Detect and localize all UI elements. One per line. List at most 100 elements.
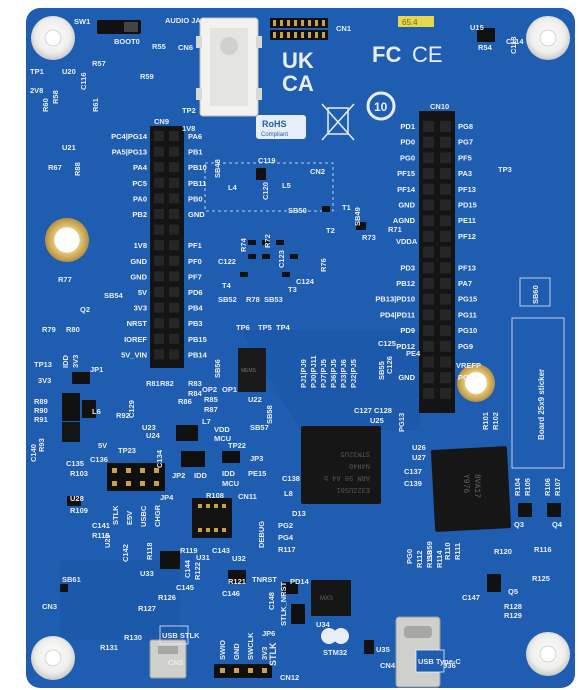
label-swclk: SWCLK	[246, 632, 255, 660]
cn10-pin	[440, 356, 451, 368]
label-r113: R113	[425, 550, 434, 568]
label-r76: R76	[319, 258, 328, 272]
cn10-pin-label-right: PG11	[458, 310, 477, 319]
label-sb53: SB53	[264, 295, 283, 304]
jp1-jumper[interactable]	[72, 372, 90, 384]
label-r93: R93	[37, 438, 46, 452]
label-r110: R110	[443, 542, 452, 560]
label-u36: U36	[442, 661, 456, 670]
jp3-jumper[interactable]	[222, 451, 240, 463]
label-cn4: CN4	[380, 661, 396, 670]
label-l5: L5	[282, 181, 291, 190]
cn1-connector[interactable]	[270, 18, 328, 28]
label-pg13-a: PG13	[397, 413, 406, 432]
cn9-pin-label-right: GND	[188, 210, 205, 219]
cn12-header[interactable]	[214, 664, 272, 678]
cn9-pin-label-right: PB3	[188, 319, 203, 328]
label-c138: C138	[282, 474, 300, 483]
label-boot0: BOOT0	[114, 37, 140, 46]
label-u23: U23	[142, 423, 156, 432]
label-tp2: TP2	[182, 106, 196, 115]
jp6-jumper[interactable]	[282, 582, 298, 594]
cn9-pin-label-left: 1V8	[134, 241, 147, 250]
label-u15: U15	[470, 23, 484, 32]
cn9-pin	[169, 333, 179, 344]
cn9-pin	[169, 193, 179, 204]
mounting-hole-left	[45, 218, 89, 262]
cn10-pin-label-left: PF15	[397, 169, 415, 178]
label-e5v: E5V	[125, 511, 134, 525]
label-r129: R129	[504, 611, 522, 620]
cn10-pin	[440, 293, 451, 305]
label-cn12: CN12	[280, 673, 299, 682]
label-cn5: CN5	[168, 658, 183, 667]
jp2-jumper[interactable]	[181, 451, 205, 467]
svg-text:10: 10	[374, 100, 388, 114]
cn9-pin-label-right: PB14	[188, 350, 208, 359]
jp4-header[interactable]	[107, 463, 165, 491]
label-pg4: PG4	[278, 533, 294, 542]
label-u24: U24	[146, 431, 161, 440]
label-op2: OP2	[202, 385, 217, 394]
cn10-pin	[423, 278, 434, 289]
cn10-pin-label-right: PD15	[458, 201, 477, 210]
label-cn3: CN3	[42, 602, 57, 611]
cn9-pin	[154, 318, 164, 329]
u22-marking: MEMS	[241, 368, 257, 374]
cn9-pin	[169, 287, 179, 297]
cn9-pin	[154, 177, 164, 188]
cn9-pin	[154, 162, 164, 173]
label-r128: R128	[504, 602, 522, 611]
label-u20: U20	[62, 67, 76, 76]
label-u22: U22	[248, 395, 262, 404]
label-r105: R105	[523, 478, 532, 496]
label-r126: R126	[158, 593, 176, 602]
label-u28: U28	[70, 494, 84, 503]
label-pe15: PE15	[248, 469, 266, 478]
cn9-pin	[154, 193, 164, 204]
cn10-pin-label-left: PD4|PD11	[380, 310, 415, 319]
cn10-pin	[423, 152, 434, 164]
label-u32: U32	[232, 554, 246, 563]
label-pj-pin: PJ6|PJ5	[329, 359, 338, 388]
label-r108: R108	[206, 491, 224, 500]
label-u21: U21	[62, 143, 76, 152]
version-sticker	[398, 16, 434, 27]
label-c148: C148	[267, 592, 276, 610]
rohs-text: RoHS	[262, 119, 287, 129]
label-r83: R83	[188, 379, 202, 388]
label-sb60: SB60	[531, 285, 540, 304]
label-r125: R125	[532, 574, 550, 583]
cn9-pin	[154, 255, 164, 266]
cn9-pin-label-left: PC4|PG14	[111, 132, 148, 141]
label-c122: C122	[218, 257, 236, 266]
label-idd-jp2: IDD	[194, 471, 208, 480]
cn10-pin	[440, 309, 451, 321]
label-pd14: PD14	[290, 577, 310, 586]
u23-chip	[176, 425, 198, 441]
label-pj-pin: PJ2|PJ5	[349, 359, 358, 388]
label-c124: C124	[296, 277, 315, 286]
cn10-pin	[440, 246, 451, 258]
label-usb-typec: USB Type-C	[418, 657, 461, 666]
label-c134: C134	[155, 449, 164, 468]
cn10-pin-label-right: PF13	[458, 185, 476, 194]
label-jp3: JP3	[250, 454, 263, 463]
cn10-pin-label-right: PF12	[458, 232, 476, 241]
label-c128: C128	[374, 406, 392, 415]
stlink-marking-2: Y976	[461, 474, 470, 493]
label-c116: C116	[79, 72, 88, 90]
cn10-pin	[423, 262, 434, 274]
label-u35: U35	[376, 645, 390, 654]
mcu-u25	[301, 426, 381, 504]
cn9-pin	[154, 240, 164, 251]
cn10-pin	[440, 340, 451, 352]
label-r57: R57	[92, 59, 106, 68]
label-r119: R119	[180, 546, 198, 555]
mounting-hole-right	[457, 364, 495, 402]
cn10-pin-label-right: PG9	[458, 342, 473, 351]
ukca-top: UK	[282, 48, 314, 73]
cn9-pin	[169, 240, 179, 251]
cn10-pin	[440, 215, 451, 227]
label-sb57: SB57	[250, 423, 269, 432]
